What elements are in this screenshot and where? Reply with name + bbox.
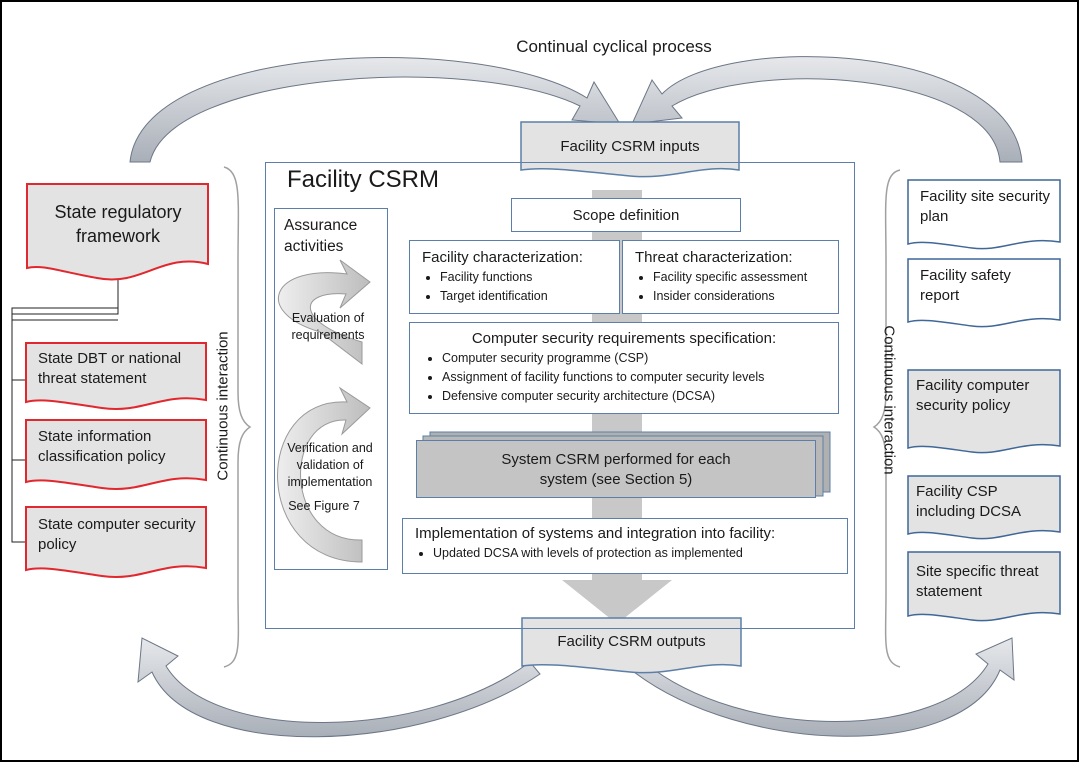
list-item: Assignment of facility functions to comp… bbox=[442, 368, 824, 387]
state-info-class-label: State information classification policy bbox=[38, 428, 166, 466]
doc-facility-safety-report bbox=[907, 258, 1061, 328]
req-spec-list: Computer security programme (CSP) Assign… bbox=[424, 349, 824, 405]
threat-char-title: Threat characterization: bbox=[635, 249, 793, 266]
doc-state-dbt bbox=[25, 342, 207, 410]
assurance-arrow-upper bbox=[278, 259, 371, 366]
facility-safety-report-label: Facility safety report bbox=[920, 267, 1011, 305]
left-brace bbox=[223, 166, 252, 668]
assurance-verif: Verification and validation of implement… bbox=[287, 441, 373, 489]
assurance-see-figure: See Figure 7 bbox=[288, 499, 360, 513]
facility-comp-sec-policy-label: Facility computer security policy bbox=[916, 377, 1030, 415]
impl-list: Updated DCSA with levels of protection a… bbox=[415, 544, 835, 563]
facility-char-title: Facility characterization: bbox=[422, 249, 583, 266]
doc-facility-comp-sec-policy bbox=[907, 369, 1061, 454]
doc-state-comp-sec bbox=[25, 506, 207, 578]
facility-site-security-plan-label: Facility site security plan bbox=[920, 188, 1051, 226]
req-spec-title: Computer security requirements specifica… bbox=[471, 330, 777, 347]
central-spine-head bbox=[562, 580, 672, 624]
assurance-title: Assurance activities bbox=[284, 217, 358, 255]
cycle-arrow-bottom-right bbox=[633, 637, 1015, 737]
threat-characterization-box: Threat characterization: Facility specif… bbox=[622, 240, 839, 314]
doc-state-info-class bbox=[25, 419, 207, 490]
list-item: Facility functions bbox=[440, 268, 607, 287]
assurance-eval: Evaluation of requirements bbox=[291, 311, 365, 342]
state-dbt-label: State DBT or national threat statement bbox=[38, 350, 182, 388]
facility-csp-label: Facility CSP including DCSA bbox=[916, 483, 1022, 521]
cycle-label: Continual cyclical process bbox=[516, 37, 712, 56]
state-comp-sec-label: State computer security policy bbox=[38, 516, 196, 554]
assurance-panel bbox=[274, 208, 388, 570]
list-item: Facility specific assessment bbox=[653, 268, 826, 287]
doc-facility-site-security-plan bbox=[907, 179, 1061, 250]
inputs-label: Facility CSRM inputs bbox=[560, 138, 700, 155]
facility-char-list: Facility functions Target identification bbox=[422, 268, 607, 306]
left-continuous-interaction: Continuous interaction bbox=[214, 331, 232, 481]
assurance-arrow-lower bbox=[277, 386, 371, 563]
list-item: Defensive computer security architecture… bbox=[442, 387, 824, 406]
threat-char-list: Facility specific assessment Insider con… bbox=[635, 268, 826, 306]
cycle-arrow-top-right bbox=[631, 56, 1023, 163]
implementation-box: Implementation of systems and integratio… bbox=[402, 518, 848, 574]
outputs-box-shape bbox=[521, 617, 742, 674]
list-item: Computer security programme (CSP) bbox=[442, 349, 824, 368]
facility-csrm-frame bbox=[265, 162, 855, 629]
impl-title: Implementation of systems and integratio… bbox=[415, 525, 776, 542]
system-csrm-box: System CSRM performed for each system (s… bbox=[416, 440, 816, 498]
doc-state-regulatory-framework bbox=[26, 183, 209, 281]
list-item: Updated DCSA with levels of protection a… bbox=[433, 544, 835, 563]
right-continuous-interaction: Continuous interaction bbox=[880, 325, 898, 475]
left-connector bbox=[11, 272, 119, 543]
cycle-arrow-bottom-left bbox=[137, 637, 541, 738]
cycle-arrow-top-left bbox=[129, 56, 621, 163]
outputs-label: Facility CSRM outputs bbox=[557, 633, 706, 650]
facility-characterization-box: Facility characterization: Facility func… bbox=[409, 240, 620, 314]
site-threat-label: Site specific threat statement bbox=[916, 563, 1039, 601]
list-item: Insider considerations bbox=[653, 287, 826, 306]
scope-definition-box: Scope definition bbox=[511, 198, 741, 232]
list-item: Target identification bbox=[440, 287, 607, 306]
state-regulatory-framework: State regulatory framework bbox=[54, 202, 182, 247]
doc-site-threat bbox=[907, 551, 1061, 622]
doc-facility-csp bbox=[907, 475, 1061, 540]
requirements-spec-box: Computer security requirements specifica… bbox=[409, 322, 839, 414]
right-brace bbox=[872, 169, 901, 668]
facility-csrm-title: Facility CSRM bbox=[287, 166, 440, 193]
